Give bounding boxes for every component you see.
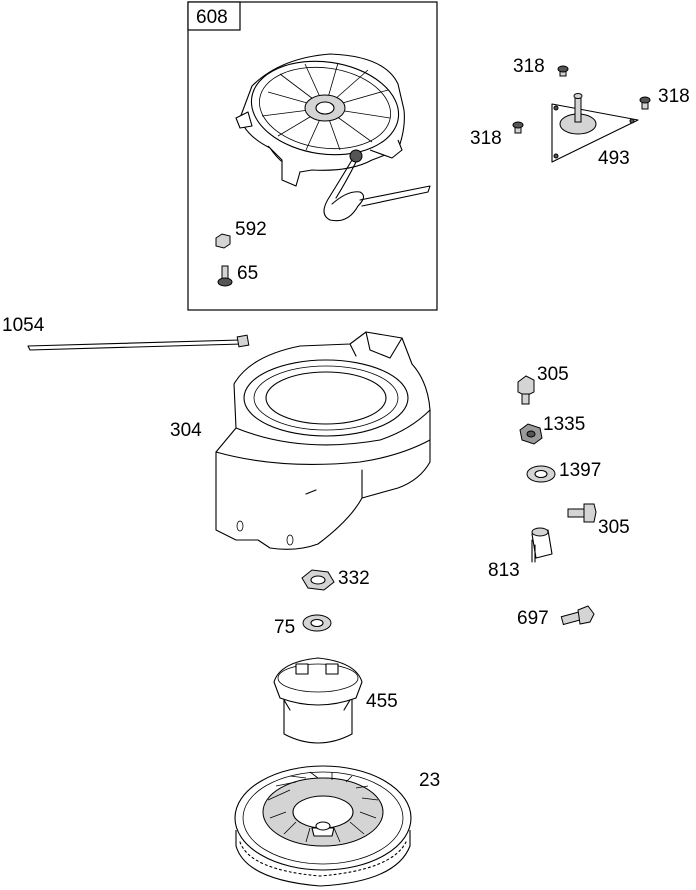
part-75-washer: 75 bbox=[274, 614, 332, 638]
part-1054-cable-tie: 1054 bbox=[2, 315, 250, 351]
part-697-screw: 697 bbox=[517, 605, 595, 629]
label-592: 592 bbox=[235, 219, 267, 240]
part-65-screw: 65 bbox=[217, 263, 258, 287]
label-697: 697 bbox=[517, 608, 549, 629]
label-304: 304 bbox=[170, 420, 202, 441]
label-318-left: 318 bbox=[470, 128, 502, 149]
label-318-right: 318 bbox=[658, 86, 690, 107]
label-493: 493 bbox=[598, 148, 630, 169]
label-305-bolt: 305 bbox=[598, 517, 630, 538]
part-305-bolt: 305 bbox=[567, 503, 630, 538]
label-1054: 1054 bbox=[2, 315, 45, 336]
part-23-flywheel: 23 bbox=[234, 765, 440, 887]
kit-box-608: 608 bbox=[187, 1, 438, 311]
label-1397: 1397 bbox=[559, 460, 601, 481]
part-318-screw-top: 318 bbox=[513, 56, 569, 77]
label-75: 75 bbox=[274, 617, 295, 638]
part-318-screw-left: 318 bbox=[470, 121, 524, 149]
part-1397-washer: 1397 bbox=[526, 460, 601, 483]
part-332-nut: 332 bbox=[301, 568, 370, 591]
label-1335: 1335 bbox=[543, 414, 585, 435]
label-455: 455 bbox=[366, 691, 398, 712]
label-813: 813 bbox=[488, 560, 520, 581]
label-608: 608 bbox=[196, 7, 228, 28]
label-332: 332 bbox=[338, 568, 370, 589]
label-65: 65 bbox=[237, 263, 258, 284]
part-813-sleeve: 813 bbox=[488, 527, 553, 581]
rewind-starter bbox=[235, 53, 431, 222]
part-318-screw-right: 318 bbox=[639, 86, 690, 110]
part-304-blower-housing: 304 bbox=[170, 331, 431, 550]
part-493-plate: 493 bbox=[551, 93, 639, 169]
part-455-cup: 455 bbox=[273, 657, 398, 744]
part-592-nut: 592 bbox=[215, 219, 267, 249]
label-23: 23 bbox=[419, 770, 440, 791]
label-305-top: 305 bbox=[537, 364, 569, 385]
label-318-top: 318 bbox=[513, 56, 545, 77]
part-305-stud: 305 bbox=[517, 364, 569, 405]
part-1335-nut: 1335 bbox=[519, 414, 585, 445]
